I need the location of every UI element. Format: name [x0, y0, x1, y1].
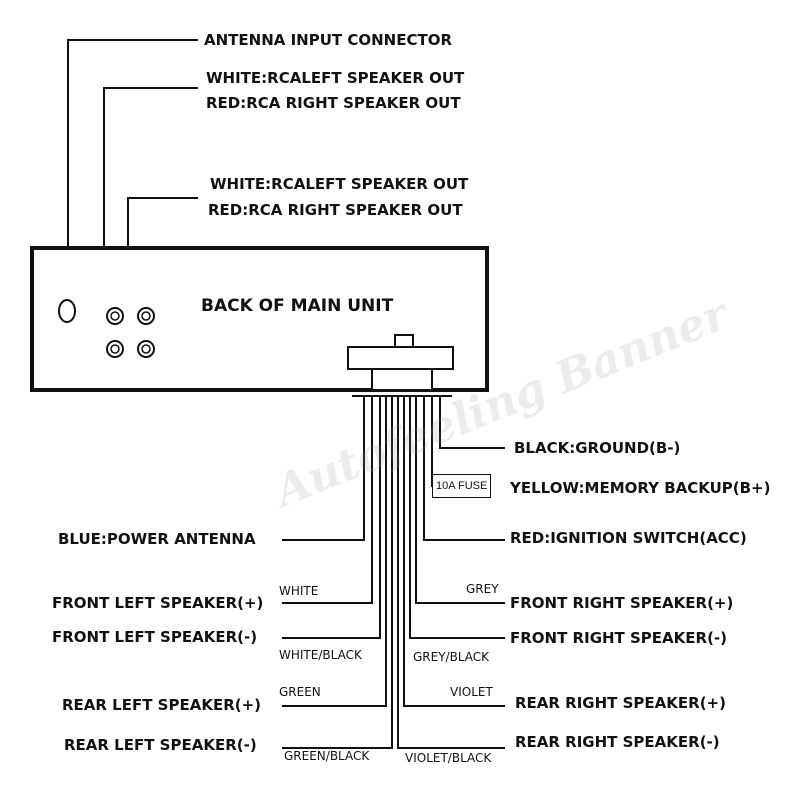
wire-violet: [403, 396, 505, 707]
wire-label-green-black: GREEN/BLACK: [284, 749, 370, 763]
rear-right-pos-label: REAR RIGHT SPEAKER(+): [515, 694, 726, 712]
harness-connector: [347, 334, 454, 391]
antenna-leader: [67, 39, 198, 298]
ground-label: BLACK:GROUND(B-): [514, 439, 681, 457]
rca1-red-label: RED:RCA RIGHT SPEAKER OUT: [206, 94, 461, 112]
fuse-box: 10A FUSE: [432, 474, 492, 498]
rca1-white-label: WHITE:RCALEFT SPEAKER OUT: [206, 69, 465, 87]
rear-right-neg-label: REAR RIGHT SPEAKER(-): [515, 733, 720, 751]
wire-bundle: [282, 395, 505, 749]
front-right-neg-label: FRONT RIGHT SPEAKER(-): [510, 629, 728, 647]
wire-grey: [415, 396, 505, 604]
power-antenna-label: BLUE:POWER ANTENNA: [58, 530, 256, 548]
ignition-label: RED:IGNITION SWITCH(ACC): [510, 529, 747, 547]
memory-backup-label: YELLOW:MEMORY BACKUP(B+): [510, 479, 771, 497]
front-left-neg-label: FRONT LEFT SPEAKER(-): [52, 628, 258, 646]
wire-red: [423, 396, 505, 541]
rca2-red-label: RED:RCA RIGHT SPEAKER OUT: [208, 201, 463, 219]
wire-label-white: WHITE: [279, 584, 319, 598]
wire-violet-black: [397, 396, 505, 749]
rca-jacks: [106, 307, 155, 358]
main-unit-title: BACK OF MAIN UNIT: [201, 296, 394, 316]
antenna-input-label: ANTENNA INPUT CONNECTOR: [204, 31, 452, 49]
wire-black: [439, 396, 505, 449]
wire-label-grey: GREY: [466, 582, 499, 596]
wire-label-violet-black: VIOLET/BLACK: [405, 751, 492, 765]
rear-left-pos-label: REAR LEFT SPEAKER(+): [62, 696, 262, 714]
rca2-white-label: WHITE:RCALEFT SPEAKER OUT: [210, 175, 469, 193]
wire-label-grey-black: GREY/BLACK: [413, 650, 490, 664]
front-right-pos-label: FRONT RIGHT SPEAKER(+): [510, 594, 734, 612]
wire-green-black: [282, 396, 393, 749]
wire-green: [282, 396, 387, 707]
wire-white-black: [282, 396, 381, 639]
wire-label-white-black: WHITE/BLACK: [279, 648, 362, 662]
wire-label-green: GREEN: [279, 685, 321, 699]
wire-label-violet: VIOLET: [450, 685, 493, 699]
wire-blue: [282, 396, 365, 541]
wire-white: [282, 396, 373, 604]
rear-left-neg-label: REAR LEFT SPEAKER(-): [64, 736, 257, 754]
antenna-jack: [58, 299, 76, 323]
wire-grey-black: [409, 396, 505, 639]
front-left-pos-label: FRONT LEFT SPEAKER(+): [52, 594, 264, 612]
